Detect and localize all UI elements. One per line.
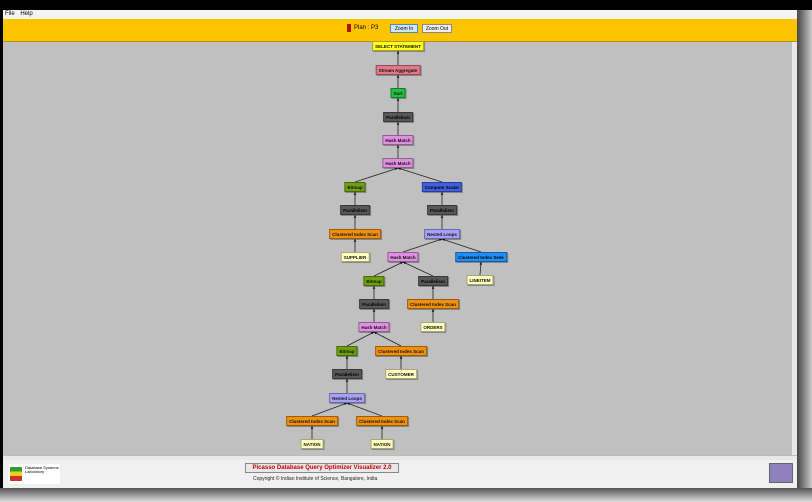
tree-edge	[373, 331, 402, 347]
plan-node-scan[interactable]: Clustered Index Scan	[375, 346, 427, 356]
tree-edge	[402, 261, 434, 277]
menu-bar: File Help	[3, 10, 797, 19]
logo-text: Database Systems Laboratory	[25, 465, 59, 474]
plan-node-loops[interactable]: Nested Loops	[329, 393, 365, 403]
plan-node-hash[interactable]: Hash Match	[382, 135, 414, 145]
iisc-emblem-icon	[769, 463, 793, 483]
plan-node-sort[interactable]: Sort	[390, 88, 406, 98]
arrowhead-icon	[344, 402, 347, 406]
plan-node-table[interactable]: NATION	[370, 439, 394, 449]
plan-node-scan[interactable]: Clustered Index Scan	[286, 416, 338, 426]
tree-edge	[373, 261, 404, 277]
toolbar: Plan : P3 Zoom In Zoom Out	[3, 19, 797, 42]
arrowhead-icon	[396, 75, 400, 78]
arrowhead-icon	[345, 379, 349, 382]
horizontal-scrollbar[interactable]	[3, 455, 797, 460]
arrowhead-icon	[396, 51, 400, 54]
plan-color-swatch	[347, 24, 351, 32]
zoom-out-button[interactable]: Zoom Out	[422, 24, 452, 33]
plan-node-table[interactable]: SUPPLIER	[340, 252, 370, 262]
plan-node-scan[interactable]: Clustered Index Scan	[407, 299, 459, 309]
menu-help[interactable]: Help	[20, 11, 33, 17]
plan-node-parallel[interactable]: Parallelism	[427, 205, 457, 215]
plan-node-bitmap[interactable]: Bitmap	[344, 182, 366, 192]
footer: Database Systems Laboratory Picasso Data…	[3, 460, 797, 488]
arrowhead-icon	[431, 309, 435, 312]
arrowhead-icon	[439, 238, 442, 242]
tree-edge	[346, 402, 383, 417]
plan-node-hash[interactable]: Hash Match	[358, 322, 390, 332]
arrowhead-icon	[353, 239, 357, 242]
plan-label: Plan : P3	[354, 25, 379, 31]
plan-node-parallel[interactable]: Parallelism	[383, 112, 413, 122]
plan-node-hash[interactable]: Hash Match	[382, 158, 414, 168]
arrowhead-icon	[372, 286, 376, 289]
window-shadow	[0, 488, 812, 502]
arrowhead-icon	[310, 426, 314, 429]
arrowhead-icon	[345, 356, 349, 359]
plan-node-bitmap[interactable]: Bitmap	[336, 346, 358, 356]
plan-node-parallel[interactable]: Parallelism	[359, 299, 389, 309]
plan-node-table[interactable]: CUSTOMER	[385, 369, 417, 379]
plan-node-bitmap[interactable]: Bitmap	[363, 276, 385, 286]
plan-node-table[interactable]: NATION	[300, 439, 324, 449]
arrowhead-icon	[440, 215, 444, 218]
arrowhead-icon	[440, 192, 444, 195]
tree-edges	[310, 51, 483, 439]
arrowhead-icon	[374, 332, 377, 335]
plan-node-parallel[interactable]: Parallelism	[332, 369, 362, 379]
arrowhead-icon	[400, 261, 403, 265]
arrowhead-icon	[399, 356, 403, 359]
arrowhead-icon	[353, 215, 357, 218]
app-title-button[interactable]: Picasso Database Query Optimizer Visuali…	[245, 463, 399, 473]
arrowhead-icon	[380, 426, 384, 429]
copyright-text: Copyright © Indian Institute of Science,…	[253, 476, 378, 482]
arrowhead-icon	[403, 261, 406, 265]
plan-node-table[interactable]: ORDERS	[420, 322, 446, 332]
plan-node-scan[interactable]: Clustered Index Scan	[356, 416, 408, 426]
menu-file[interactable]: File	[5, 11, 15, 17]
arrowhead-icon	[371, 332, 374, 335]
app-window: File Help Plan : P3 Zoom In Zoom Out SEL…	[3, 10, 797, 488]
arrowhead-icon	[442, 238, 445, 242]
arrowhead-icon	[479, 262, 483, 265]
tree-edge	[441, 238, 482, 253]
window-shadow	[797, 10, 812, 502]
plan-node-table[interactable]: LINEITEM	[466, 275, 494, 285]
tree-edge	[354, 167, 399, 183]
plan-node-parallel[interactable]: Parallelism	[340, 205, 370, 215]
arrowhead-icon	[431, 286, 435, 289]
arrowhead-icon	[396, 122, 400, 125]
tree-edge	[346, 331, 375, 347]
plan-node-scan[interactable]: Clustered Index Scan	[329, 229, 381, 239]
plan-node-hash[interactable]: Hash Match	[387, 252, 419, 262]
arrowhead-icon	[395, 167, 398, 171]
vertical-scrollbar[interactable]	[792, 42, 797, 455]
tree-edge	[311, 402, 348, 417]
plan-node-select[interactable]: SELECT STATEMENT	[372, 41, 424, 51]
arrowhead-icon	[372, 309, 376, 312]
plan-indicator: Plan : P3	[347, 24, 378, 32]
arrowhead-icon	[398, 167, 401, 171]
plan-node-parallel[interactable]: Parallelism	[418, 276, 448, 286]
arrowhead-icon	[396, 145, 400, 148]
tree-edge	[397, 167, 443, 183]
plan-node-agg[interactable]: Stream Aggregate	[375, 65, 421, 75]
zoom-in-button[interactable]: Zoom In	[390, 24, 418, 33]
plan-node-seek[interactable]: Clustered Index Seek	[455, 252, 507, 262]
plan-node-compute[interactable]: Compute Scalar	[421, 182, 463, 192]
logo-blocks-icon	[10, 467, 22, 481]
arrowhead-icon	[347, 402, 350, 406]
tree-edge	[402, 238, 443, 253]
plan-node-loops[interactable]: Nested Loops	[424, 229, 460, 239]
dsl-logo: Database Systems Laboratory	[8, 464, 60, 484]
arrowhead-icon	[396, 98, 400, 101]
arrowhead-icon	[353, 192, 357, 195]
